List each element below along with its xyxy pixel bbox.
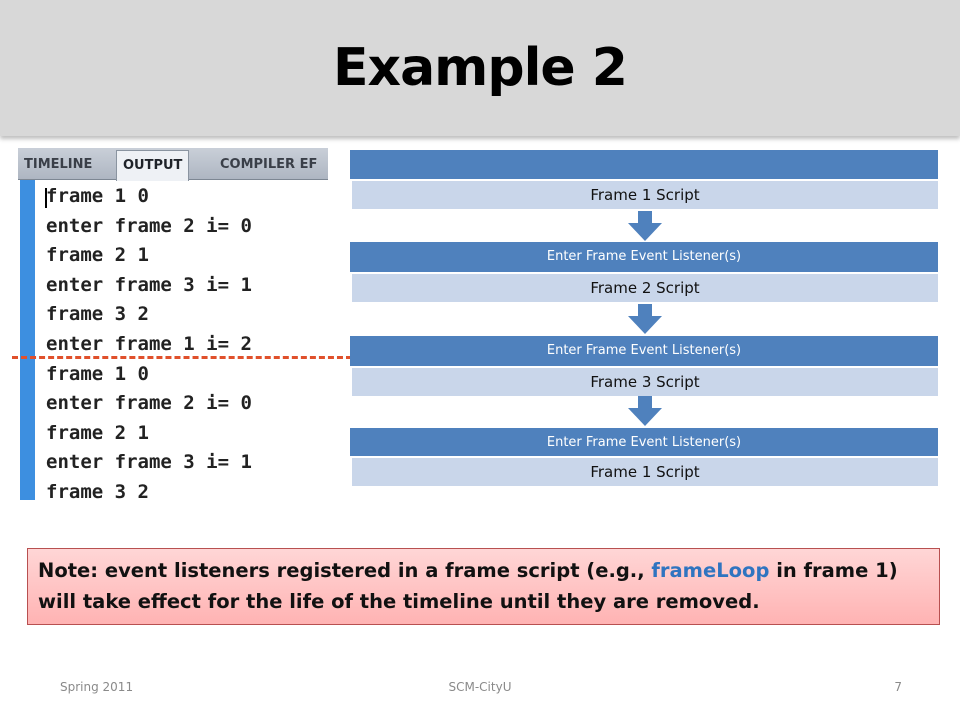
output-line: enter frame 3 i= 1: [46, 451, 252, 474]
note-highlight-frameloop: frameLoop: [651, 559, 770, 582]
flow-header-1: [350, 150, 938, 180]
output-line: frame 2 1: [46, 421, 149, 444]
output-gutter-bar: [20, 180, 35, 500]
slide-title: Example 2: [333, 38, 628, 98]
output-line: frame 3 2: [46, 480, 149, 500]
tab-compiler-errors[interactable]: COMPILER EF: [220, 157, 318, 172]
title-bar: Example 2: [0, 0, 960, 136]
output-line: enter frame 2 i= 0: [46, 214, 252, 237]
output-line: enter frame 1 i= 2: [46, 332, 252, 355]
output-line: frame 2 1: [46, 244, 149, 267]
text-caret: [45, 188, 47, 208]
note-text-prefix: Note: event listeners registered in a fr…: [38, 559, 652, 582]
flow-header-3: Enter Frame Event Listener(s): [350, 336, 938, 366]
down-arrow-icon: [628, 396, 662, 426]
down-arrow-icon: [628, 211, 662, 241]
output-line: frame 1 0: [46, 362, 149, 385]
flow-script-4: Frame 1 Script: [350, 456, 940, 488]
loop-divider-dashed-line: [12, 356, 352, 359]
flow-header-2: Enter Frame Event Listener(s): [350, 242, 938, 272]
flow-script-3: Frame 3 Script: [350, 366, 940, 398]
panel-tab-strip: TIMELINE OUTPUT COMPILER EF: [18, 148, 328, 181]
note-text-suffix: in frame 1) will take effect for the lif…: [38, 559, 898, 613]
footer-date: Spring 2011: [60, 680, 134, 694]
slide-number: 7: [894, 680, 902, 694]
output-line: enter frame 2 i= 0: [46, 392, 252, 415]
tab-timeline[interactable]: TIMELINE: [24, 157, 93, 172]
footer-org: SCM-CityU: [448, 680, 512, 694]
note-box: Note: event listeners registered in a fr…: [27, 548, 940, 625]
flow-header-4: Enter Frame Event Listener(s): [350, 428, 938, 458]
output-line: enter frame 3 i= 1: [46, 273, 252, 296]
output-text[interactable]: frame 1 0 enter frame 2 i= 0 frame 2 1 e…: [46, 182, 252, 500]
output-line: frame 1 0: [46, 185, 149, 207]
flow-script-2: Frame 2 Script: [350, 272, 940, 304]
flow-script-1: Frame 1 Script: [350, 179, 940, 211]
down-arrow-icon: [628, 304, 662, 334]
output-line: frame 3 2: [46, 303, 149, 326]
tab-output[interactable]: OUTPUT: [116, 150, 190, 181]
output-panel: TIMELINE OUTPUT COMPILER EF frame 1 0 en…: [18, 148, 328, 500]
frame-flow-diagram: Frame 1 Script Enter Frame Event Listene…: [350, 150, 940, 490]
